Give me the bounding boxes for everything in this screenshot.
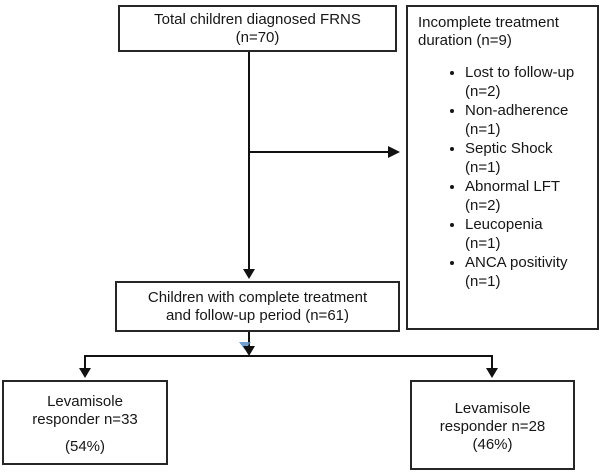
connector-split-bar [84, 355, 493, 357]
incomplete-title: Incomplete treatment duration (n=9) [418, 14, 559, 49]
flow-box-complete-treatment: Children with complete treatment and fol… [115, 281, 400, 332]
arrowhead-down-at-split [243, 346, 255, 356]
box-text-line: responder n=28 [439, 418, 546, 435]
box-text-line: responder n=33 [32, 411, 138, 428]
list-item: Leucopenia(n=1) [465, 215, 587, 253]
list-item: Septic Shock(n=1) [465, 139, 587, 177]
flow-box-responder-left: Levamisole responder n=33 (54%) [2, 380, 168, 465]
list-item: ANCA positivity(n=1) [465, 253, 587, 291]
arrowhead-right-into-incomplete [388, 146, 400, 158]
box-text-line: Total children diagnosed FRNS [154, 11, 361, 28]
connector-total-to-complete [248, 52, 250, 270]
arrowhead-down-into-complete [243, 269, 255, 279]
connector-split-to-left [84, 355, 86, 369]
box-text-line: (46%) [472, 436, 513, 453]
connector-branch-to-incomplete [248, 151, 388, 153]
connector-complete-to-split [248, 332, 250, 348]
incomplete-reason-list: Lost to follow-up(n=2) Non-adherence(n=1… [418, 63, 587, 291]
box-text-line: and follow-up period (n=61) [165, 307, 350, 324]
flow-box-incomplete-treatment: Incomplete treatment duration (n=9) Lost… [406, 5, 599, 330]
connector-split-to-right [491, 355, 493, 369]
box-text-line: Levamisole [47, 393, 123, 410]
list-item: Lost to follow-up(n=2) [465, 63, 587, 101]
flow-box-total-children: Total children diagnosed FRNS (n=70) [118, 5, 397, 52]
list-item: Non-adherence(n=1) [465, 101, 587, 139]
arrowhead-down-into-right [486, 368, 498, 378]
list-item: Abnormal LFT(n=2) [465, 177, 587, 215]
box-text-line: Levamisole [454, 400, 531, 417]
arrowhead-down-into-left [79, 368, 91, 378]
box-text-line: Children with complete treatment [147, 289, 368, 306]
flow-box-responder-right: Levamisole responder n=28 (46%) [410, 380, 575, 470]
box-text-line: (54%) [64, 438, 105, 455]
box-text-line: (n=70) [235, 29, 280, 46]
